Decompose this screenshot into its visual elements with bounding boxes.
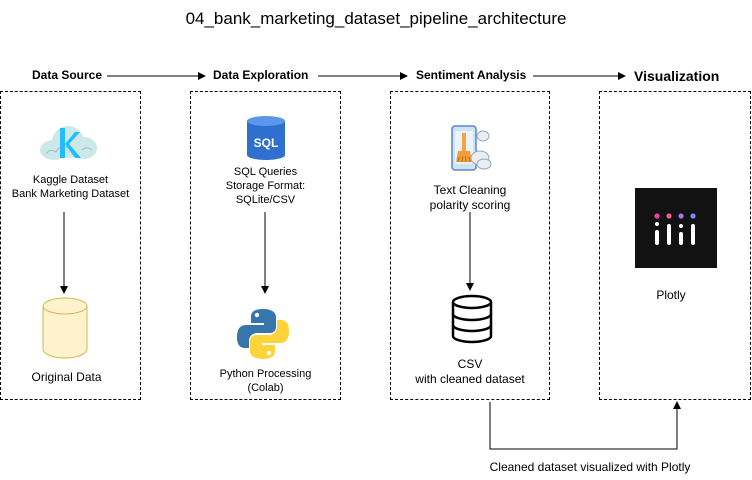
diagram-title: 04_bank_marketing_dataset_pipeline_archi… bbox=[185, 9, 567, 28]
data-source-container bbox=[0, 91, 141, 400]
kaggle-label-line-2: Bank Marketing Dataset bbox=[11, 188, 130, 200]
database-cylinder-icon bbox=[42, 297, 88, 359]
plotly-icon bbox=[635, 188, 717, 268]
kaggle-label-line-1: Kaggle Dataset bbox=[32, 174, 109, 186]
plotly-label: Plotly bbox=[656, 288, 686, 302]
kaggle-icon bbox=[40, 126, 97, 160]
sql-queries-label: SQL Queries Storage Format: SQLite/CSV bbox=[190, 165, 341, 207]
cleaning-label-line-2: polarity scoring bbox=[429, 198, 511, 212]
database-stack-icon bbox=[451, 294, 493, 344]
python-icon bbox=[237, 309, 289, 359]
header-visualization: Visualization bbox=[634, 68, 720, 84]
sentiment-analysis-container bbox=[390, 91, 550, 400]
header-data-source: Data Source bbox=[32, 68, 103, 82]
python-processing-label: Python Processing (Colab) bbox=[190, 367, 341, 395]
arrow-csv-to-plotly bbox=[489, 401, 681, 450]
header-data-exploration: Data Exploration bbox=[213, 68, 309, 82]
python-label-line-2: (Colab) bbox=[247, 382, 284, 394]
text-cleaning-icon bbox=[451, 125, 492, 171]
sql-label-line-1: SQL Queries bbox=[233, 166, 298, 178]
sql-label-line-2: Storage Format: bbox=[225, 180, 306, 192]
text-cleaning-label: Text Cleaning polarity scoring bbox=[390, 183, 550, 213]
python-label-line-1: Python Processing bbox=[219, 368, 312, 380]
visualization-container bbox=[599, 91, 751, 400]
csv-label-line-1: CSV bbox=[457, 357, 483, 371]
edge-label-cleaned-dataset: Cleaned dataset visualized with Plotly bbox=[489, 460, 691, 474]
cleaning-label-line-1: Text Cleaning bbox=[433, 183, 507, 197]
csv-output-label: CSV with cleaned dataset bbox=[390, 357, 550, 387]
header-sentiment-analysis: Sentiment Analysis bbox=[416, 68, 527, 82]
sql-icon-text: SQL bbox=[254, 136, 279, 150]
original-data-label: Original Data bbox=[31, 370, 102, 384]
kaggle-label: Kaggle Dataset Bank Marketing Dataset bbox=[0, 173, 141, 201]
data-exploration-container bbox=[190, 91, 341, 400]
sql-database-icon: SQL bbox=[247, 116, 285, 160]
sql-label-line-3: SQLite/CSV bbox=[235, 194, 296, 206]
csv-label-line-2: with cleaned dataset bbox=[415, 372, 525, 386]
